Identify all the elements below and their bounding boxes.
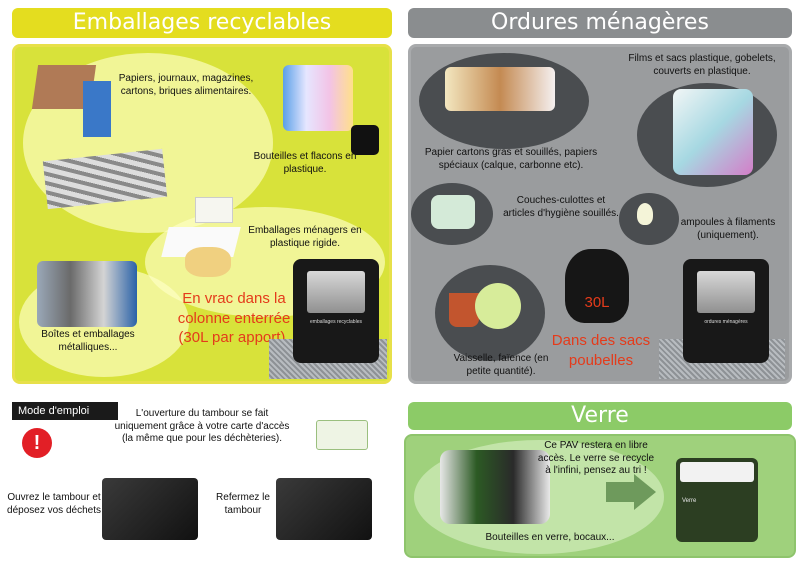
access-card-image bbox=[316, 420, 368, 450]
recyclables-panel: Papiers, journaux, magazines, cartons, b… bbox=[12, 44, 392, 384]
black-flask-image bbox=[351, 125, 379, 155]
bags-note: Dans des sacs poubelles bbox=[551, 332, 651, 369]
close-drum-photo bbox=[276, 478, 372, 540]
glass-bin: Verre bbox=[676, 458, 758, 542]
greasy-papers-image bbox=[445, 67, 555, 111]
plastic-tub-image bbox=[195, 197, 233, 223]
household-panel: Films et sacs plastique, gobelets, couve… bbox=[408, 44, 792, 384]
instructions-label: Mode d'emploi bbox=[12, 402, 118, 420]
trash-bag-image bbox=[565, 249, 629, 323]
bin-label: ordures ménagères bbox=[704, 319, 748, 325]
open-drum-photo bbox=[102, 478, 198, 540]
glass-panel: Ce PAV restera en libre accès. Le verre … bbox=[404, 434, 796, 558]
bottles-text: Bouteilles et flacons en plastique. bbox=[253, 151, 357, 175]
instructions-text: L'ouverture du tambour se fait uniquemen… bbox=[114, 408, 290, 444]
milk-carton-image bbox=[83, 81, 111, 137]
rigid-container-image bbox=[185, 247, 231, 277]
plastic-bags-image bbox=[673, 89, 753, 175]
bin-drum bbox=[307, 271, 365, 313]
glass-bin-top bbox=[680, 462, 754, 482]
greasy-paper-text: Papier cartons gras et souillés, papiers… bbox=[424, 147, 598, 171]
arrow-icon bbox=[606, 482, 636, 502]
bulk-note: En vrac dans la colonne enterrée (30L pa… bbox=[177, 290, 291, 346]
flower-pot-image bbox=[449, 293, 479, 327]
glass-items-text: Bouteilles en verre, bocaux... bbox=[485, 532, 615, 543]
plastic-bottles-image bbox=[283, 65, 353, 131]
bulb-image bbox=[637, 203, 653, 225]
bag-size: 30L bbox=[584, 294, 610, 311]
diapers-text: Couches-culottes et articles d'hygiène s… bbox=[503, 195, 619, 219]
step-close-text: Refermez le tambour bbox=[216, 492, 270, 516]
bulbs-text: ampoules à filaments (uniquement). bbox=[680, 217, 776, 241]
diaper-image bbox=[431, 195, 475, 229]
dishes-text: Vaisselle, faïence (en petite quantité). bbox=[453, 353, 549, 377]
metal-cans-image bbox=[37, 261, 137, 327]
warning-icon: ! bbox=[22, 428, 52, 458]
arrow-head-icon bbox=[634, 474, 656, 510]
glass-header: Verre bbox=[408, 402, 792, 430]
step-open-text: Ouvrez le tambour et déposez vos déchets bbox=[7, 492, 101, 516]
bin-drum bbox=[697, 271, 755, 313]
metal-text: Boîtes et emballages métalliques... bbox=[41, 329, 135, 353]
recyclables-header: Emballages recyclables bbox=[12, 8, 392, 38]
recyclables-bin: emballages recyclables bbox=[293, 259, 379, 363]
rigid-text: Emballages ménagers en plastique rigide. bbox=[248, 225, 362, 249]
glass-note: Ce PAV restera en libre accès. Le verre … bbox=[537, 440, 655, 476]
plate-image bbox=[475, 283, 521, 329]
films-text: Films et sacs plastique, gobelets, couve… bbox=[628, 53, 776, 77]
household-bin: ordures ménagères bbox=[683, 259, 769, 363]
glass-bin-label: Verre bbox=[682, 498, 697, 504]
household-header: Ordures ménagères bbox=[408, 8, 792, 38]
papers-text: Papiers, journaux, magazines, cartons, b… bbox=[118, 73, 254, 97]
bin-label: emballages recyclables bbox=[310, 319, 362, 325]
glass-bottles-image bbox=[440, 450, 550, 524]
